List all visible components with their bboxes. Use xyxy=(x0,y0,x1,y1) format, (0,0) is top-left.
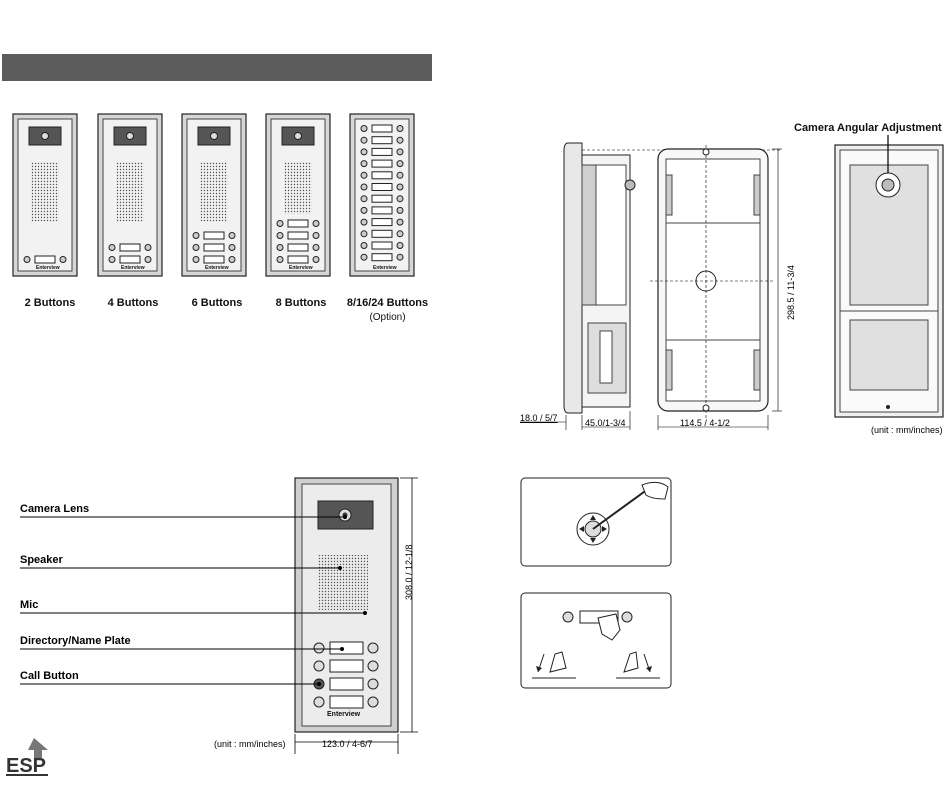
dim-front-width: 123.0 / 4-6/7 xyxy=(322,739,373,749)
panel-brand-3: Enterview xyxy=(205,265,229,271)
directory-name-plate xyxy=(329,695,364,709)
call-button-icon xyxy=(396,183,404,191)
panel-multi-buttons xyxy=(349,113,415,277)
call-button-icon xyxy=(360,242,368,249)
label-directory: Directory/Name Plate xyxy=(20,635,131,647)
dim-side-b: 45.0/1-3/4 xyxy=(585,418,626,428)
call-button-icon xyxy=(396,230,404,238)
call-button-icon xyxy=(396,206,404,214)
camera-adjust-view xyxy=(834,135,944,418)
name-plate xyxy=(371,171,393,180)
front-view-figure xyxy=(20,477,418,754)
call-button-icon xyxy=(396,136,404,144)
panel-6-buttons xyxy=(181,113,247,277)
call-button-icon xyxy=(360,206,368,214)
call-button-right-icon xyxy=(367,678,379,690)
label-call-button: Call Button xyxy=(20,670,79,682)
call-button-icon xyxy=(396,253,404,261)
name-plate xyxy=(371,136,393,145)
dim-back-height: 298.5 / 11-3/4 xyxy=(786,265,796,320)
name-plate xyxy=(371,183,393,191)
call-button-icon xyxy=(360,160,368,168)
name-plate xyxy=(371,241,393,250)
dimension-drawings xyxy=(520,135,944,430)
name-plate xyxy=(371,253,393,262)
front-brand: Enterview xyxy=(327,711,361,718)
unit-back: (unit : mm/inches) xyxy=(871,425,943,435)
call-button-left-icon xyxy=(313,660,325,672)
call-button-icon xyxy=(396,148,404,156)
panel-brand-2: Enterview xyxy=(121,265,145,271)
dim-side-a: 18.0 / 5/7 xyxy=(520,413,558,423)
name-plate xyxy=(371,206,393,215)
panel-brand-1: Enterview xyxy=(36,265,60,271)
caption-6-buttons: 6 Buttons xyxy=(191,297,243,309)
panel-models-figure xyxy=(12,113,415,277)
label-speaker: Speaker xyxy=(20,554,63,566)
call-button-icon xyxy=(396,195,404,203)
caption-8-buttons: 8 Buttons xyxy=(275,297,327,309)
camera-adjust-label: Camera Angular Adjustment xyxy=(794,122,942,134)
call-button-right-icon xyxy=(367,660,379,672)
directory-name-plate xyxy=(329,659,364,673)
directory-name-plate xyxy=(329,677,364,691)
instruction-camera-adjust xyxy=(520,477,672,567)
dim-front-height: 308.0 / 12-1/8 xyxy=(404,544,414,600)
caption-option: (Option) xyxy=(369,312,406,323)
name-plate xyxy=(371,124,393,133)
esp-logo-icon: ESP xyxy=(6,738,48,777)
name-plate xyxy=(371,159,393,168)
call-button-left-icon xyxy=(313,696,325,708)
svg-text:ESP: ESP xyxy=(6,755,46,777)
back-box-view xyxy=(650,145,782,430)
call-button-icon xyxy=(396,125,404,132)
call-button-icon xyxy=(396,218,404,226)
caption-2-buttons: 2 Buttons xyxy=(24,297,76,309)
directory-name-plate xyxy=(329,641,364,655)
side-view xyxy=(520,142,780,430)
name-plate xyxy=(371,147,393,156)
call-button-left-icon xyxy=(313,642,325,654)
call-button-right-icon xyxy=(367,642,379,654)
caption-4-buttons: 4 Buttons xyxy=(107,297,159,309)
call-button-icon xyxy=(360,125,368,132)
dim-back-width: 114.5 / 4-1/2 xyxy=(680,418,730,428)
call-button-icon xyxy=(360,183,368,191)
call-button-icon xyxy=(360,195,368,203)
call-button-icon xyxy=(360,136,368,144)
section-header-bar xyxy=(2,54,432,81)
call-button-icon xyxy=(396,242,404,249)
name-plate xyxy=(371,194,393,203)
call-button-icon xyxy=(360,230,368,238)
instruction-boxes xyxy=(520,477,672,689)
unit-front: (unit : mm/inches) xyxy=(214,739,286,749)
panel-brand-4: Enterview xyxy=(289,265,313,271)
call-button-icon xyxy=(360,148,368,156)
call-button-icon xyxy=(396,171,404,179)
caption-multi-buttons: 8/16/24 Buttons xyxy=(346,297,429,309)
panel-brand-5: Enterview xyxy=(373,265,397,271)
panel-4-buttons xyxy=(97,113,163,277)
call-button-right-icon xyxy=(367,696,379,708)
name-plate xyxy=(371,218,393,227)
call-button-icon xyxy=(360,171,368,179)
panel-8-buttons xyxy=(265,113,331,277)
call-button-icon xyxy=(360,218,368,226)
instruction-name-plate xyxy=(520,592,672,689)
name-plate xyxy=(371,229,393,238)
label-camera-lens: Camera Lens xyxy=(20,503,90,515)
call-button-icon xyxy=(396,160,404,168)
panel-2-buttons xyxy=(12,113,78,277)
call-button-icon xyxy=(360,253,368,261)
label-mic: Mic xyxy=(20,599,39,611)
